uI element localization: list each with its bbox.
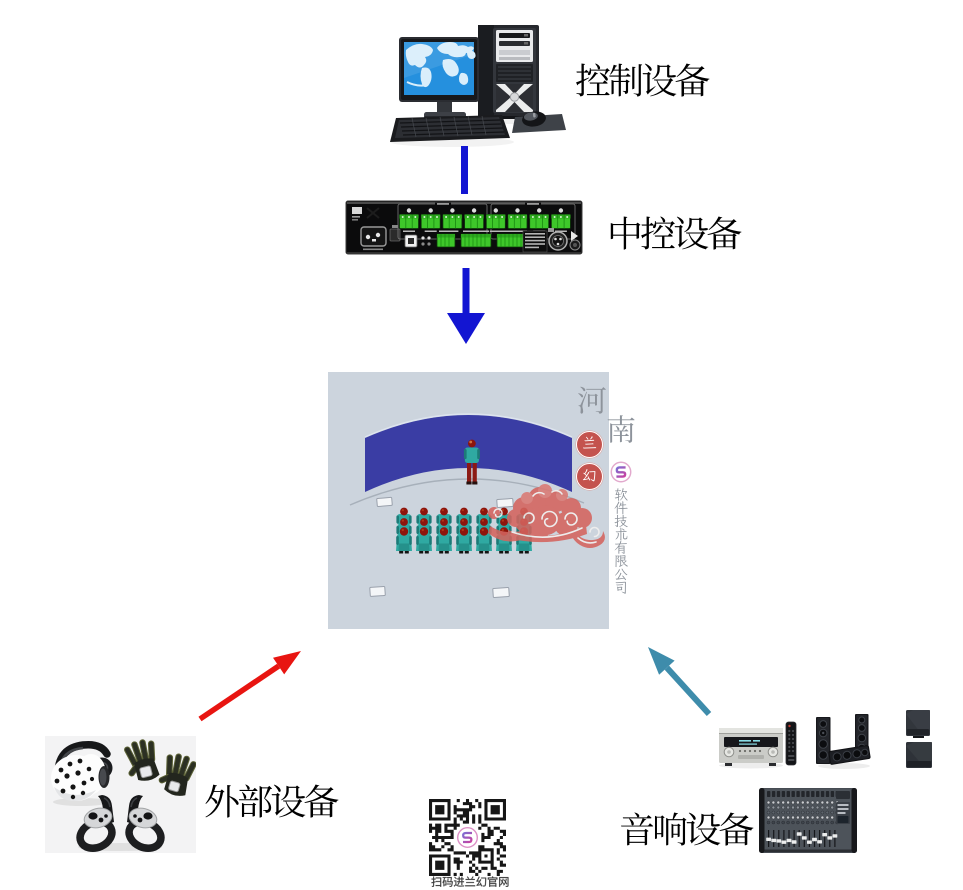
watermark-circle-huan: 幻 — [576, 463, 603, 490]
computer-monitor — [399, 37, 479, 118]
presenter-figure — [463, 439, 480, 485]
remote-control — [785, 721, 797, 766]
qr-code — [429, 799, 506, 876]
vr-gloves — [124, 739, 197, 796]
vr-headset — [51, 740, 113, 806]
controller-logo — [352, 207, 380, 221]
subwoofer-bottom — [906, 742, 932, 768]
controller-xlr-connector — [548, 228, 568, 251]
controller-power-inlet — [360, 225, 401, 251]
world-map — [405, 42, 476, 88]
watermark-circle-lan: 兰 — [576, 431, 603, 458]
subwoofers-image — [903, 707, 935, 770]
controller-relay-terminals — [399, 208, 571, 232]
mixer-image — [757, 786, 859, 856]
arrow-external-to-scene — [198, 651, 301, 722]
watermark-company-name: 软件技术有限公司 — [613, 487, 629, 597]
mixer-knobs — [766, 800, 839, 825]
label-external-devices: 外部设备 — [204, 783, 339, 826]
center-speaker — [828, 745, 871, 765]
label-central-control-device: 中控设备 — [607, 215, 742, 258]
tower-speaker-right — [855, 714, 869, 756]
scene-image — [328, 372, 609, 629]
mixer-right-panel — [836, 802, 850, 824]
controller-text-panel — [522, 230, 548, 253]
computer-keyboard — [390, 115, 510, 142]
central-controller-image — [345, 198, 583, 258]
av-receiver-image — [717, 720, 799, 770]
speaker-set-image — [814, 713, 872, 770]
watermark-logo — [610, 461, 632, 483]
arrow-controller-to-scene — [447, 268, 485, 344]
label-control-device: 控制设备 — [575, 62, 710, 105]
controller-right-connector — [569, 231, 581, 251]
cloud-watermark — [488, 484, 605, 548]
qr-caption: 扫码进兰幻官网 — [431, 875, 509, 889]
mixing-console — [759, 788, 857, 853]
watermark-he: 河 — [577, 385, 607, 420]
computer-mouse — [512, 111, 566, 133]
vr-controllers — [76, 795, 165, 852]
av-receiver — [719, 728, 783, 766]
controller-io-terminals — [404, 228, 581, 253]
floor-markers — [369, 496, 514, 598]
external-devices-image — [45, 736, 197, 853]
arrow-audio-to-scene — [648, 647, 712, 717]
computer-tower — [478, 25, 539, 119]
subwoofer-top — [906, 710, 930, 738]
tower-speaker-left — [816, 717, 831, 764]
label-audio-devices: 音响设备 — [619, 811, 754, 854]
qr-center-logo — [456, 826, 479, 849]
watermark-nan: 南 — [606, 414, 636, 449]
control-computer-image — [382, 20, 578, 148]
